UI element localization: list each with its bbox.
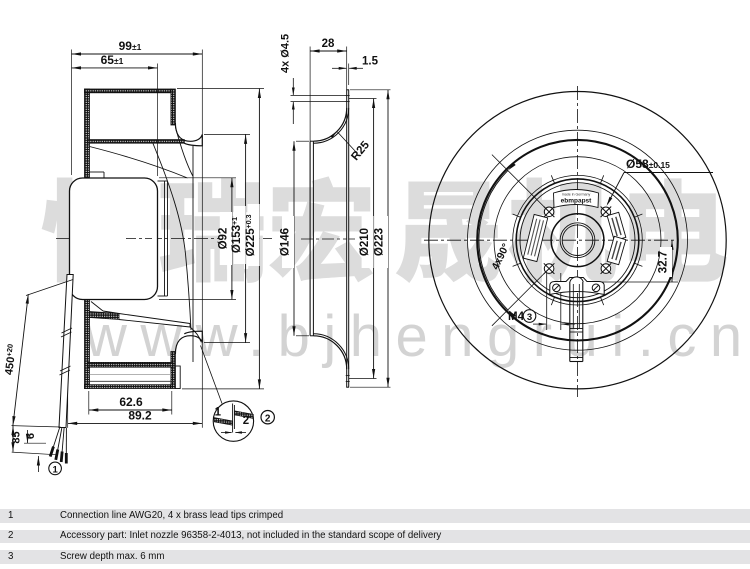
svg-text:ebmpapst: ebmpapst: [561, 198, 593, 205]
svg-text:1: 1: [52, 464, 58, 475]
svg-text:32.7: 32.7: [657, 251, 669, 273]
svg-text:made in Germany: made in Germany: [562, 193, 591, 197]
svg-text:65±1: 65±1: [101, 53, 124, 67]
svg-text:99±1: 99±1: [119, 39, 142, 53]
svg-text:62.6: 62.6: [119, 395, 143, 409]
svg-text:1: 1: [215, 407, 222, 419]
svg-text:M4: M4: [508, 311, 525, 323]
svg-text:Ø210: Ø210: [359, 228, 371, 256]
svg-text:Ø146: Ø146: [279, 228, 291, 256]
svg-text:4x Ø4.5: 4x Ø4.5: [280, 34, 292, 73]
svg-text:Ø92: Ø92: [217, 228, 229, 250]
svg-text:2: 2: [265, 413, 271, 424]
svg-text:6: 6: [25, 433, 37, 439]
svg-text:Ø153+1: Ø153+1: [231, 217, 243, 253]
svg-text:3: 3: [527, 312, 532, 323]
svg-text:Ø223: Ø223: [373, 228, 385, 256]
svg-text:1.5: 1.5: [362, 56, 379, 68]
svg-text:89.2: 89.2: [128, 409, 152, 423]
svg-text:85: 85: [11, 431, 23, 443]
svg-text:28: 28: [322, 38, 335, 50]
svg-text:2: 2: [243, 415, 249, 427]
svg-text:Ø58±0.15: Ø58±0.15: [626, 157, 670, 171]
